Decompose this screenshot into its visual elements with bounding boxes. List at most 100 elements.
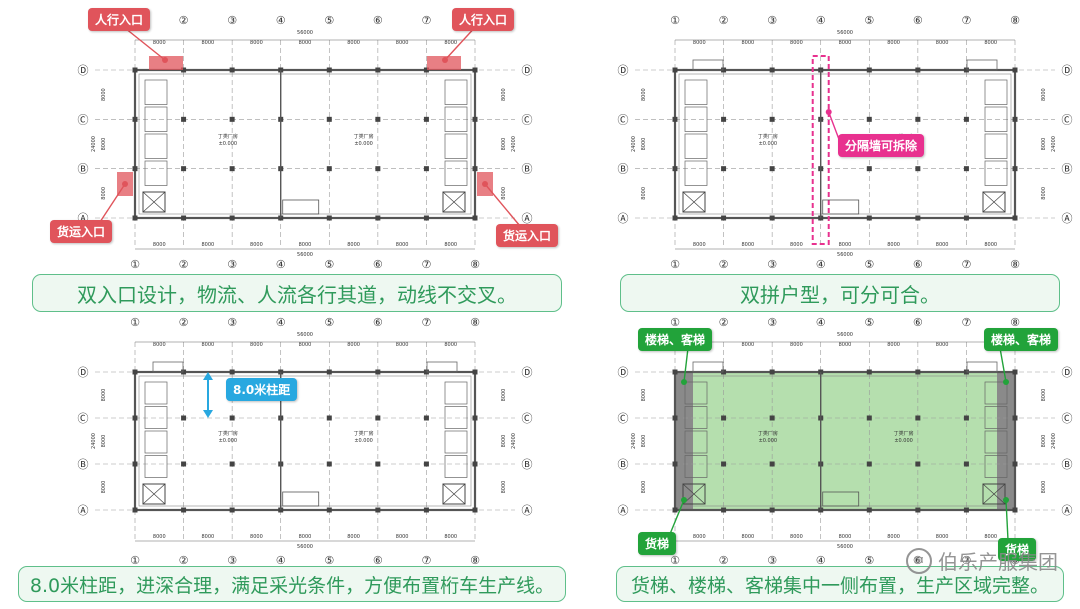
column-2-1 [721,67,727,73]
column-3-3 [769,166,775,172]
axis-col-bottom-6: ⑥ [373,258,383,271]
dim-bottom-2: 8000 [201,534,214,540]
entry-canopy-right [966,361,998,373]
axis-col-bottom-4: ④ [816,554,826,567]
axis-row-right-3: Ⓑ [1062,163,1073,176]
column-6-3 [915,461,921,467]
column-1-3 [672,166,678,172]
plan-panel-2: 丁类厂房±0.000丁类厂房±0.000①①80008000②②80008000… [540,0,1080,272]
core-room-left-3 [144,430,168,454]
axis-row-left-2: Ⓒ [618,412,629,425]
column-8-3 [1012,166,1018,172]
spacing-arrow-head-bottom [203,410,213,418]
column-6-2 [375,415,381,421]
dim-top-4: 8000 [839,342,852,348]
column-2-2 [181,415,187,421]
tag-column-spacing: 8.0米柱距 [226,378,298,401]
axis-col-bottom-3: ③ [767,554,777,567]
dim-right-1: 8000 [501,88,507,101]
pedestrian-entry-zone-left [149,56,183,70]
dim-bottom-5: 8000 [347,534,360,540]
inner-wall-line [138,73,472,215]
axis-row-left-2: Ⓒ [78,113,89,126]
leader-dot-cargo-left [122,181,128,187]
axis-col-top-5: ⑤ [864,14,874,27]
dim-top-4: 8000 [299,40,312,46]
axis-col-top-7: ⑦ [421,14,431,27]
column-5-3 [326,166,332,172]
entry-canopy-left [152,361,184,373]
axis-row-right-2: Ⓒ [522,412,533,425]
entry-canopy-left [692,59,724,71]
dim-total-left: 24000 [91,136,97,152]
column-7-1 [423,67,429,73]
axis-col-bottom-5: ⑤ [864,258,874,271]
tag-freight-elevator-right: 货梯 [998,538,1037,561]
dim-top-2: 8000 [201,342,214,348]
core-zone-left [675,372,693,510]
dim-bottom-7: 8000 [444,534,457,540]
dim-bottom-3: 8000 [790,534,803,540]
column-8-3 [1012,461,1018,467]
dim-left-2: 8000 [101,435,107,448]
dim-total-left: 24000 [631,136,637,152]
floor-plan-2: 丁类厂房±0.000丁类厂房±0.000①①80008000②②80008000… [618,14,1073,271]
dim-bottom-4: 8000 [299,534,312,540]
axis-row-left-4: Ⓐ [78,212,89,225]
axis-col-top-5: ⑤ [324,316,334,329]
watermark: ✉ 伯乐产服集团 [906,546,1058,575]
dim-bottom-4: 8000 [299,242,312,248]
axis-row-right-4: Ⓐ [1062,212,1073,225]
freight-elevator-cross-b-right [982,483,1006,505]
room-label-left: 丁类厂房 [218,133,238,140]
column-1-1 [132,67,138,73]
column-7-1 [963,369,969,375]
leader-dot-ped-left [162,57,168,63]
axis-col-top-2: ② [719,14,729,27]
freight-elevator-right [982,191,1006,213]
dim-bottom-2: 8000 [741,242,754,248]
column-8-1 [472,369,478,375]
center-stair [822,199,860,215]
axis-row-right-2: Ⓒ [522,113,533,126]
room-label-left: 丁类厂房 [758,430,778,437]
leader-freight-left [669,499,685,535]
dim-top-2: 8000 [201,40,214,46]
dim-left-3: 8000 [641,187,647,200]
column-5-4 [326,215,332,221]
column-1-2 [132,116,138,122]
column-8-4 [472,215,478,221]
column-2-3 [721,461,727,467]
axis-col-bottom-5: ⑤ [864,554,874,567]
column-8-3 [472,166,478,172]
caption-1: 双入口设计，物流、人流各行其道，动线不交叉。 [32,274,562,312]
caption-4: 货梯、楼梯、客梯集中一侧布置，生产区域完整。 [616,566,1064,602]
tag-pedestrian-entry-left: 人行入口 [88,8,151,31]
column-6-4 [375,507,381,513]
freight-elevator-cross-b-right [982,191,1006,213]
dim-right-3: 8000 [501,187,507,200]
dim-right-3: 8000 [1041,187,1047,200]
dim-bottom-2: 8000 [201,242,214,248]
axis-row-right-1: Ⓓ [522,64,533,77]
column-2-3 [181,166,187,172]
column-2-2 [721,116,727,122]
column-5-2 [866,415,872,421]
core-room-right-1 [984,79,1008,105]
axis-col-top-2: ② [179,316,189,329]
axis-col-top-6: ⑥ [913,316,923,329]
elevation-label-left: ±0.000 [219,438,238,444]
dim-total-left: 24000 [631,433,637,449]
axis-row-right-3: Ⓑ [522,458,533,471]
watermark-text: 伯乐产服集团 [938,550,1058,574]
column-3-2 [769,415,775,421]
dim-left-2: 8000 [641,435,647,448]
dim-bottom-3: 8000 [250,534,263,540]
dim-left-1: 8000 [101,389,107,402]
axis-row-right-3: Ⓑ [1062,458,1073,471]
dim-bottom-6: 8000 [396,242,409,248]
axis-col-top-2: ② [719,316,729,329]
freight-elevator-left [682,483,706,505]
column-3-1 [769,369,775,375]
core-room-left-2 [144,406,168,429]
